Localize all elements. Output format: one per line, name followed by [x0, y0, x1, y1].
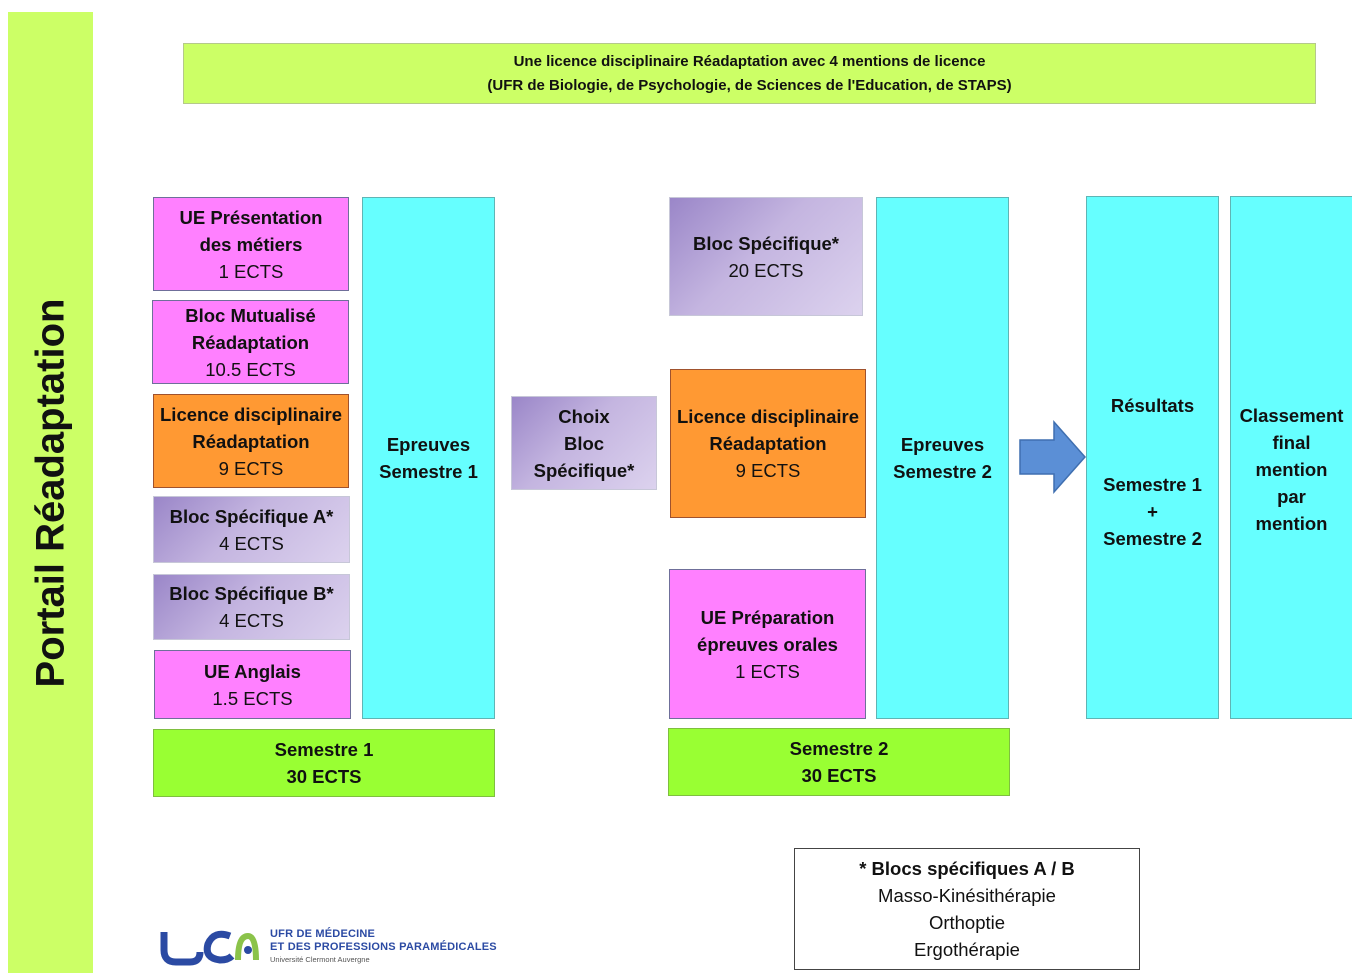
bloc-specifique-b-ects: 4 ECTS — [219, 610, 284, 631]
choix-bloc-box: Choix Bloc Spécifique* — [511, 396, 657, 490]
bloc-specifique-a-box: Bloc Spécifique A* 4 ECTS — [153, 496, 350, 563]
licence-s2-ects: 9 ECTS — [735, 460, 801, 481]
bloc-mutualise-subtitle: Réadaptation — [191, 331, 310, 353]
bloc-specifique-a-title: Bloc Spécifique A* — [169, 505, 334, 527]
sidebar-title: Portail Réadaptation — [28, 298, 72, 687]
resultats-box: Résultats Semestre 1 + Semestre 2 — [1086, 196, 1219, 719]
ue-anglais-box: UE Anglais 1.5 ECTS — [154, 650, 351, 719]
classement-box: Classement final mention par mention — [1230, 196, 1352, 719]
choix-line-2: Bloc — [563, 432, 605, 454]
uca-logo-mark-icon — [160, 930, 259, 966]
licence-s1-title: Licence disciplinaire — [160, 403, 342, 425]
bloc-mutualise-box: Bloc Mutualisé Réadaptation 10.5 ECTS — [152, 300, 349, 384]
semestre-2-total-ects: 30 ECTS — [801, 765, 877, 786]
semestre-1-total-box: Semestre 1 30 ECTS — [153, 729, 495, 797]
ue-presentation-title: UE Présentation — [179, 206, 323, 228]
epreuves-s1-title: Epreuves — [386, 434, 471, 455]
logo-line-2: ET DES PROFESSIONS PARAMÉDICALES — [270, 941, 497, 953]
legend-title: * Blocs spécifiques A / B — [859, 858, 1075, 879]
licence-s1-subtitle: Réadaptation — [192, 430, 310, 452]
bloc-specifique-b-title: Bloc Spécifique B* — [169, 583, 334, 604]
ue-presentation-subtitle: des métiers — [199, 233, 303, 255]
epreuves-s2-subtitle: Semestre 2 — [893, 461, 992, 482]
licence-s1-box: Licence disciplinaire Réadaptation 9 ECT… — [153, 394, 349, 488]
legend-item: Masso-Kinésithérapie — [878, 885, 1056, 906]
header-line-2: (UFR de Biologie, de Psychologie, de Sci… — [487, 76, 1012, 94]
sidebar: Portail Réadaptation — [8, 12, 93, 973]
ue-preparation-box: UE Préparation épreuves orales 1 ECTS — [669, 569, 866, 719]
epreuves-s1-subtitle: Semestre 1 — [379, 461, 478, 482]
semestre-1-total-ects: 30 ECTS — [286, 766, 362, 787]
legend-item: Orthoptie — [928, 912, 1006, 933]
bloc-specifique-s2-title: Bloc Spécifique* — [693, 232, 839, 254]
header-line-1: Une licence disciplinaire Réadaptation a… — [513, 52, 986, 70]
epreuves-s2-title: Epreuves — [900, 434, 985, 455]
uca-logo: UFR DE MÉDECINE ET DES PROFESSIONS PARAM… — [160, 922, 497, 968]
choix-line-1: Choix — [558, 405, 610, 427]
semestre-1-total-title: Semestre 1 — [274, 739, 374, 760]
classement-line-2: final — [1272, 432, 1311, 453]
classement-line-5: mention — [1255, 513, 1328, 534]
ue-preparation-title: UE Préparation — [700, 606, 835, 628]
resultats-semestre-2: Semestre 2 — [1103, 528, 1202, 549]
bloc-specifique-s2-box: Bloc Spécifique* 20 ECTS — [669, 197, 863, 316]
classement-line-4: par — [1277, 486, 1306, 507]
bloc-mutualise-title: Bloc Mutualisé — [185, 304, 316, 326]
bloc-specifique-s2-ects: 20 ECTS — [728, 259, 804, 281]
ue-preparation-ects: 1 ECTS — [735, 660, 800, 682]
ue-anglais-title: UE Anglais — [204, 660, 301, 682]
logo-line-3: Université Clermont Auvergne — [270, 955, 370, 964]
legend-item: Ergothérapie — [914, 939, 1020, 960]
legend-box: * Blocs spécifiques A / B Masso-Kinésith… — [794, 848, 1140, 970]
bloc-mutualise-ects: 10.5 ECTS — [205, 358, 296, 380]
ue-preparation-subtitle: épreuves orales — [697, 633, 838, 655]
bloc-specifique-a-ects: 4 ECTS — [219, 532, 284, 554]
licence-s2-subtitle: Réadaptation — [709, 433, 827, 454]
licence-s2-title: Licence disciplinaire — [677, 406, 859, 427]
choix-line-3: Spécifique* — [533, 459, 635, 481]
epreuves-s1-box: Epreuves Semestre 1 — [362, 197, 495, 719]
ue-anglais-ects: 1.5 ECTS — [212, 687, 293, 709]
resultats-title: Résultats — [1110, 395, 1195, 416]
logo-line-1: UFR DE MÉDECINE — [270, 928, 376, 940]
ue-presentation-box: UE Présentation des métiers 1 ECTS — [153, 197, 349, 291]
semestre-2-total-box: Semestre 2 30 ECTS — [668, 728, 1010, 796]
semestre-2-total-title: Semestre 2 — [789, 738, 889, 759]
licence-s2-box: Licence disciplinaire Réadaptation 9 ECT… — [670, 369, 866, 518]
epreuves-s2-box: Epreuves Semestre 2 — [876, 197, 1009, 719]
bloc-specifique-b-box: Bloc Spécifique B* 4 ECTS — [153, 574, 350, 640]
header-banner: Une licence disciplinaire Réadaptation a… — [183, 43, 1316, 104]
right-arrow-icon — [1019, 420, 1087, 494]
licence-s1-ects: 9 ECTS — [218, 457, 284, 479]
resultats-semestre-1: Semestre 1 — [1103, 474, 1202, 495]
classement-line-1: Classement — [1239, 405, 1344, 426]
classement-line-3: mention — [1255, 459, 1328, 480]
ue-presentation-ects: 1 ECTS — [218, 260, 284, 282]
resultats-plus: + — [1147, 501, 1158, 522]
